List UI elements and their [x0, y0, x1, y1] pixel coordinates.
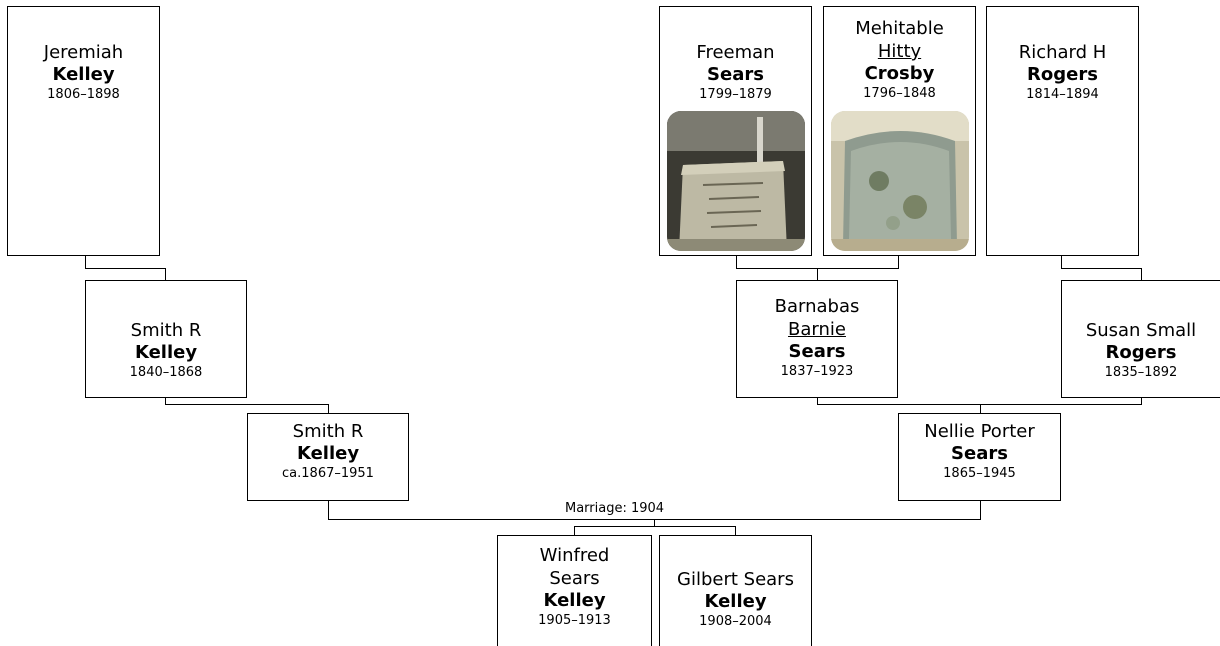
- given-name: Mehitable: [855, 18, 944, 39]
- surname: Rogers: [1105, 342, 1177, 363]
- person-card-mehitable[interactable]: Mehitable Hitty Crosby 1796–1848: [823, 6, 976, 256]
- surname: Sears: [707, 64, 764, 85]
- life-dates: 1908–2004: [699, 614, 772, 629]
- person-card-nellie[interactable]: Nellie Porter Sears 1865–1945: [898, 413, 1061, 501]
- life-dates: 1806–1898: [47, 87, 120, 102]
- connector: [817, 404, 1142, 405]
- connector: [817, 397, 818, 405]
- connector: [165, 397, 166, 405]
- connector: [817, 268, 818, 281]
- life-dates: 1796–1848: [863, 86, 936, 101]
- surname: Kelley: [296, 443, 360, 464]
- given-name: Freeman: [696, 42, 775, 63]
- connector: [574, 526, 736, 527]
- connector: [328, 404, 329, 414]
- connector: [1141, 397, 1142, 405]
- person-card-barnabas[interactable]: Barnabas Barnie Sears 1837–1923: [736, 280, 898, 398]
- connector: [165, 404, 329, 405]
- person-card-jeremiah[interactable]: Jeremiah Kelley 1806–1898: [7, 6, 160, 256]
- life-dates: 1837–1923: [780, 364, 854, 379]
- given-name: Smith R: [292, 421, 364, 442]
- surname: Sears: [951, 443, 1008, 464]
- person-card-freeman[interactable]: Freeman Sears 1799–1879: [659, 6, 812, 256]
- connector: [328, 500, 329, 520]
- life-dates: 1905–1913: [538, 613, 611, 628]
- connector: [654, 519, 655, 527]
- given-name: Barnabas: [774, 296, 860, 317]
- nickname: Hitty: [877, 41, 922, 62]
- surname: Kelley: [704, 591, 767, 612]
- surname: Kelley: [52, 64, 115, 85]
- life-dates: 1814–1894: [1026, 87, 1099, 102]
- connector: [1061, 255, 1062, 269]
- connector: [898, 255, 899, 269]
- life-dates: 1799–1879: [699, 87, 772, 102]
- connector: [980, 404, 981, 414]
- given-name: Smith R: [130, 320, 202, 341]
- person-card-smith-r-1867[interactable]: Smith R Kelley ca.1867–1951: [247, 413, 409, 501]
- person-card-gilbert[interactable]: Gilbert Sears Kelley 1908–2004: [659, 535, 812, 646]
- connector: [735, 526, 736, 536]
- connector: [980, 500, 981, 520]
- given-name: Jeremiah: [43, 42, 124, 63]
- surname: Sears: [788, 341, 846, 362]
- given-name: Susan Small: [1085, 320, 1197, 341]
- person-card-smith-r-1840[interactable]: Smith R Kelley 1840–1868: [85, 280, 247, 398]
- life-dates: 1835–1892: [1104, 365, 1178, 380]
- connector: [85, 255, 86, 269]
- surname: Kelley: [543, 590, 606, 611]
- gravestone-photo[interactable]: [667, 111, 805, 251]
- person-card-richard[interactable]: Richard H Rogers 1814–1894: [986, 6, 1139, 256]
- person-card-winfred[interactable]: Winfred Sears Kelley 1905–1913: [497, 535, 652, 646]
- given-name: Winfred Sears: [539, 545, 610, 589]
- connector: [165, 268, 166, 281]
- given-name: Nellie Porter: [924, 421, 1035, 442]
- connector: [1061, 268, 1142, 269]
- connector: [1141, 268, 1142, 281]
- person-card-susan[interactable]: Susan Small Rogers 1835–1892: [1061, 280, 1220, 398]
- nickname: Barnie: [788, 319, 846, 340]
- life-dates: 1840–1868: [129, 365, 203, 380]
- gravestone-photo[interactable]: [831, 111, 969, 251]
- given-name: Richard H: [1018, 42, 1107, 63]
- marriage-label: Marriage: 1904: [564, 501, 666, 516]
- connector: [736, 255, 737, 269]
- surname: Rogers: [1027, 64, 1098, 85]
- life-dates: 1865–1945: [943, 466, 1016, 481]
- connector: [574, 526, 575, 536]
- given-name: Gilbert Sears: [677, 569, 794, 590]
- surname: Crosby: [864, 63, 935, 84]
- surname: Kelley: [134, 342, 198, 363]
- connector: [85, 268, 166, 269]
- life-dates: ca.1867–1951: [282, 466, 374, 481]
